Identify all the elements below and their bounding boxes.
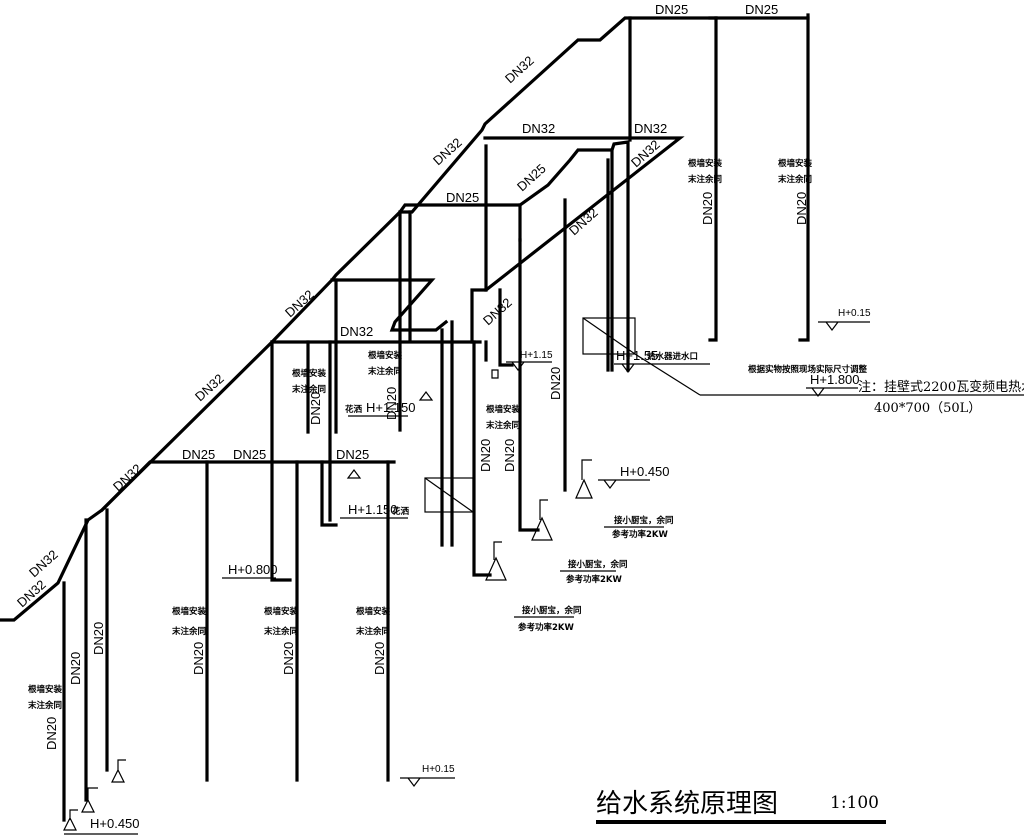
dn25-lower-pipe [99, 340, 396, 782]
label-dn20-h: DN20 [91, 622, 106, 655]
svg-text:H+0.15: H+0.15 [838, 308, 871, 319]
label-dn20-e: DN20 [548, 367, 563, 400]
label-dn20-f: DN20 [478, 439, 493, 472]
size-labels: DN25 DN25 DN32 DN32 DN32 DN32 DN32 DN25 … [14, 2, 809, 750]
label-dn20-k: DN20 [191, 642, 206, 675]
main-pipe [0, 13, 810, 622]
water-heater [424, 317, 1024, 513]
svg-text:根墙安装: 根墙安装 [368, 350, 403, 361]
svg-text:参考功率2KW: 参考功率2KW [518, 622, 575, 633]
svg-text:根墙安装: 根墙安装 [264, 606, 299, 617]
svg-text:参考功率2KW: 参考功率2KW [566, 574, 623, 585]
fixtures [63, 369, 593, 831]
svg-text:H+1.150: H+1.150 [348, 502, 398, 517]
bathroom-loop-pipe [330, 210, 454, 547]
label-dn32-i: DN32 [480, 295, 515, 328]
svg-text:H+0.15: H+0.15 [422, 764, 455, 775]
label-dn25-f: DN25 [233, 447, 266, 462]
sink-notes: 接小厨宝，余同 参考功率2KW 接小厨宝，余同 参考功率2KW 接小厨宝，余同 … [514, 515, 674, 633]
label-dn32-f: DN32 [566, 205, 601, 238]
svg-text:H+1.15: H+1.15 [520, 350, 553, 361]
svg-text:根墙安装: 根墙安装 [356, 606, 391, 617]
svg-text:H+1.150: H+1.150 [366, 400, 416, 415]
label-dn20-j: DN20 [44, 717, 59, 750]
svg-text:花洒: 花洒 [345, 404, 363, 415]
label-dn20-a: DN20 [700, 192, 715, 225]
svg-text:末注余同: 末注余同 [171, 626, 206, 637]
label-dn25-e: DN25 [182, 447, 215, 462]
svg-text:H+0.800: H+0.800 [228, 562, 278, 577]
label-dn32-j: DN32 [192, 371, 227, 404]
svg-text:末注余同: 末注余同 [777, 174, 812, 185]
svg-text:根墙安装: 根墙安装 [688, 158, 723, 169]
right-branches [472, 16, 810, 577]
dn25-inner-pipe [397, 140, 630, 372]
svg-text:H+1.55: H+1.55 [616, 348, 658, 363]
label-dn25-a: DN25 [655, 2, 688, 17]
svg-text:根墙安装: 根墙安装 [172, 606, 207, 617]
label-dn32-l: DN32 [26, 547, 61, 580]
scale-label: 1:100 [830, 793, 879, 813]
svg-text:根墙安装: 根墙安装 [778, 158, 813, 169]
svg-text:末注余同: 末注余同 [485, 420, 520, 431]
svg-text:接小厨宝，余同: 接小厨宝，余同 [614, 515, 674, 526]
heater-notes: 根据实物按照现场实际尺寸调整 注：挂壁式2200瓦变频电热水器 400*700（… [748, 364, 1024, 416]
label-dn20-l: DN20 [281, 642, 296, 675]
label-dn20-c: DN20 [308, 392, 323, 425]
label-dn20-i: DN20 [68, 652, 83, 685]
label-dn32-c: DN32 [522, 121, 555, 136]
label-dn20-d: DN20 [384, 387, 399, 420]
page-title: 给水系统原理图 [596, 789, 778, 819]
svg-text:根据实物按照现场实际尺寸调整: 根据实物按照现场实际尺寸调整 [748, 364, 868, 375]
svg-text:接小厨宝，余同: 接小厨宝，余同 [568, 559, 628, 570]
svg-text:热水器进水口: 热水器进水口 [647, 351, 698, 362]
svg-text:花洒: 花洒 [392, 506, 410, 517]
svg-text:末注余同: 末注余同 [291, 384, 326, 395]
label-dn32-d: DN32 [634, 121, 667, 136]
label-dn20-m: DN20 [372, 642, 387, 675]
upper-loop-pipe [270, 136, 685, 344]
label-dn25-b: DN25 [745, 2, 778, 17]
svg-text:末注余同: 末注余同 [27, 700, 62, 711]
svg-text:末注余同: 末注余同 [367, 366, 402, 377]
svg-text:接小厨宝，余同: 接小厨宝，余同 [522, 605, 582, 616]
svg-text:末注余同: 末注余同 [263, 626, 298, 637]
label-dn20-b: DN20 [794, 192, 809, 225]
svg-text:根墙安装: 根墙安装 [292, 368, 327, 379]
label-dn32-k: DN32 [110, 461, 145, 494]
label-dn25-d: DN25 [446, 190, 479, 205]
svg-text:末注余同: 末注余同 [355, 626, 390, 637]
label-dn32-b: DN32 [430, 135, 465, 168]
svg-text:H+0.450: H+0.450 [620, 464, 670, 479]
svg-text:H+0.450: H+0.450 [90, 816, 140, 831]
label-dn32-h: DN32 [340, 324, 373, 339]
drawing-title: 给水系统原理图 1:100 [596, 789, 886, 824]
svg-text:参考功率2KW: 参考功率2KW [612, 529, 669, 540]
svg-text:根墙安装: 根墙安装 [486, 404, 521, 415]
svg-text:末注余同: 末注余同 [687, 174, 722, 185]
label-dn25-g: DN25 [336, 447, 369, 462]
left-risers [62, 508, 109, 822]
svg-text:H+1.800: H+1.800 [810, 372, 860, 387]
svg-text:400*700（50L）: 400*700（50L） [874, 401, 981, 416]
install-notes: 根墙安装 末注余同 根墙安装 末注余同 根墙安装 末注余同 根墙安装 末注余同 … [27, 158, 813, 711]
elevation-markers: H+0.15 H+0.15 H+0.450 H+0.450 H+0.800 H+… [64, 308, 871, 835]
svg-text:根墙安装: 根墙安装 [28, 684, 63, 695]
label-dn20-g: DN20 [502, 439, 517, 472]
svg-text:注：挂壁式2200瓦变频电热水器: 注：挂壁式2200瓦变频电热水器 [858, 379, 1024, 395]
